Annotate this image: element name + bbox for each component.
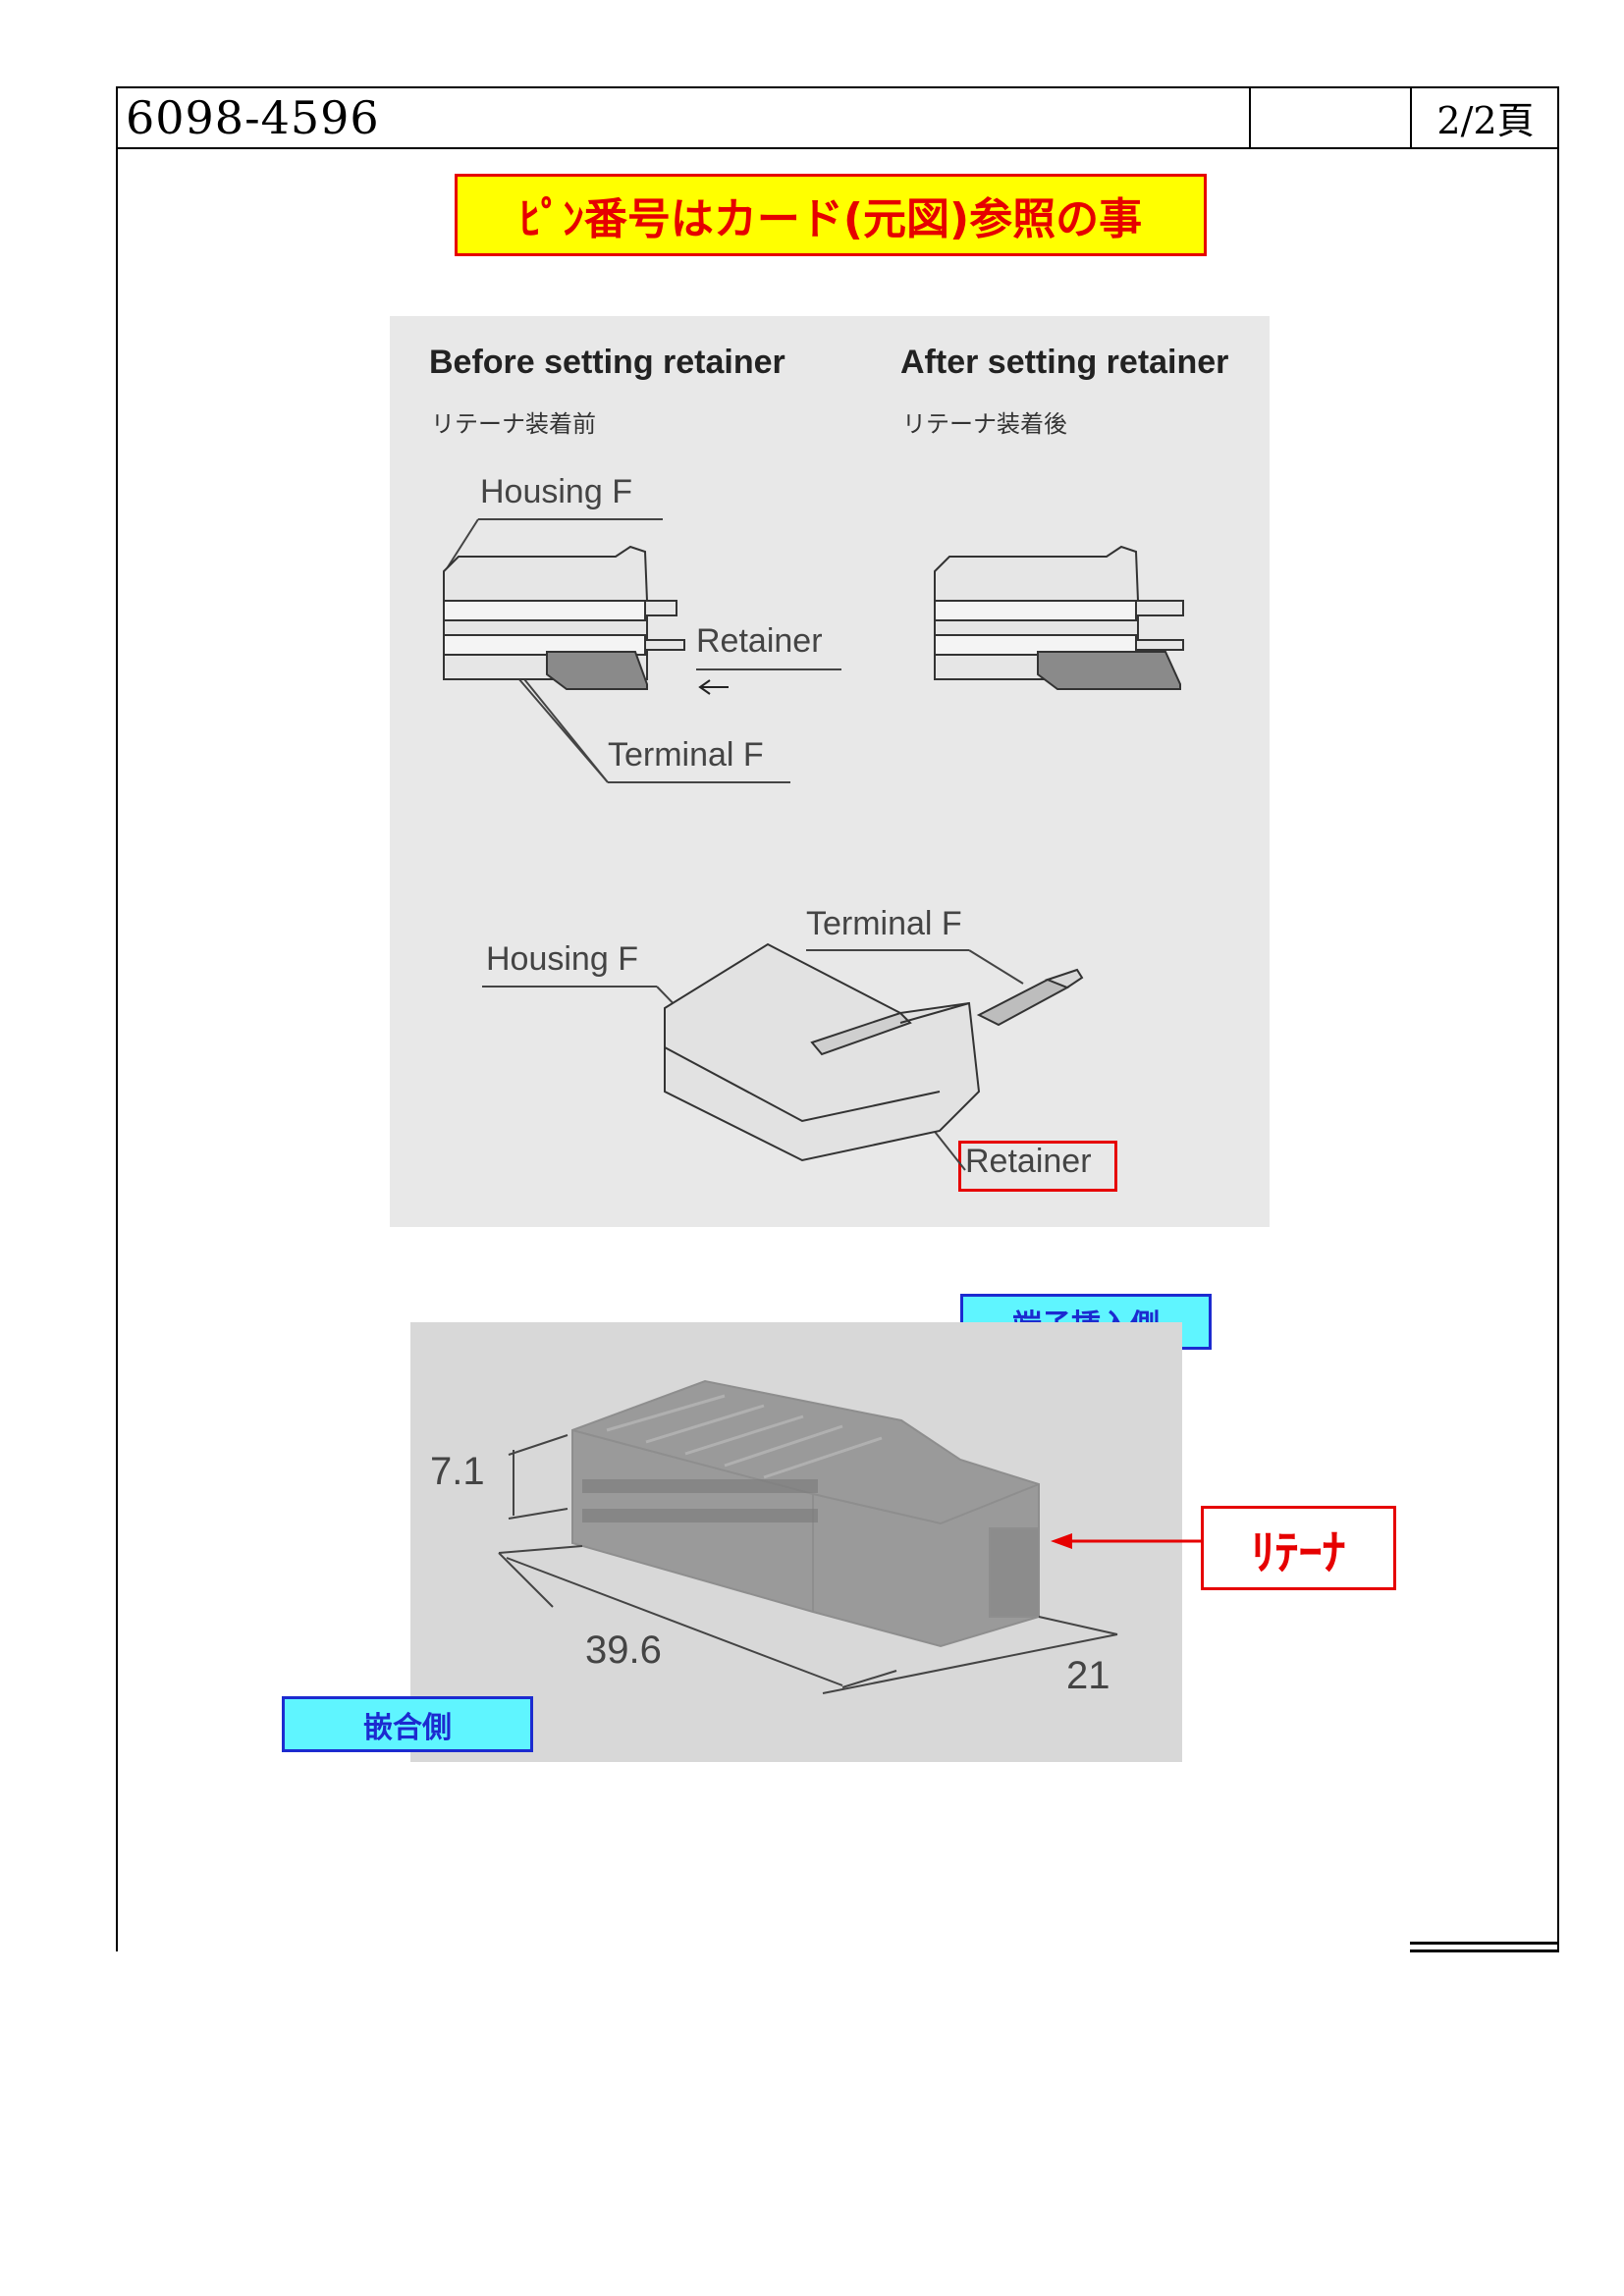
dimension-length: 39.6 — [585, 1629, 662, 1672]
retainer-callout-text: ﾘﾃｰﾅ — [1251, 1525, 1346, 1580]
dimension-height: 7.1 — [430, 1450, 485, 1493]
terminal-label: Terminal F — [608, 736, 764, 774]
frame-right-line — [1557, 86, 1559, 1951]
retainer-setting-diagram: Before setting retainer リテーナ装着前 After se… — [390, 316, 1270, 1227]
connector-photo-drawing — [498, 1379, 1118, 1694]
header-bottom-line — [116, 147, 1559, 149]
page-number: 2/2頁 — [1436, 99, 1535, 142]
notice-box: ﾋﾟﾝ番号はカード(元図)参照の事 — [455, 174, 1207, 256]
iso-retainer-label: Retainer — [965, 1143, 1092, 1180]
notice-text: ﾋﾟﾝ番号はカード(元図)参照の事 — [518, 194, 1143, 244]
iso-terminal-label: Terminal F — [806, 905, 962, 942]
end-mark-line — [1410, 1949, 1559, 1952]
frame-left-line — [116, 86, 118, 1951]
connector-drawings — [443, 518, 1184, 1171]
after-title: After setting retainer — [900, 344, 1229, 381]
after-title-jp: リテーナ装着後 — [902, 411, 1067, 438]
document-number: 6098-4596 — [126, 91, 380, 144]
end-mark-line — [1410, 1942, 1559, 1945]
frame-top-line — [116, 86, 1559, 88]
retainer-label: Retainer — [696, 622, 823, 660]
dimension-depth: 21 — [1066, 1654, 1110, 1697]
retainer-highlight-box — [958, 1141, 1117, 1192]
mating-side-text: 嵌合側 — [363, 1710, 452, 1745]
before-title: Before setting retainer — [429, 344, 785, 381]
retainer-callout-box: ﾘﾃｰﾅ — [1201, 1506, 1396, 1590]
before-title-jp: リテーナ装着前 — [431, 411, 596, 438]
retainer-arrow — [1051, 1533, 1203, 1549]
header-divider — [1410, 86, 1412, 148]
header-divider — [1249, 86, 1251, 148]
housing-label: Housing F — [480, 473, 632, 510]
iso-housing-label: Housing F — [486, 940, 638, 978]
mating-side-tag: 嵌合側 — [282, 1696, 533, 1752]
